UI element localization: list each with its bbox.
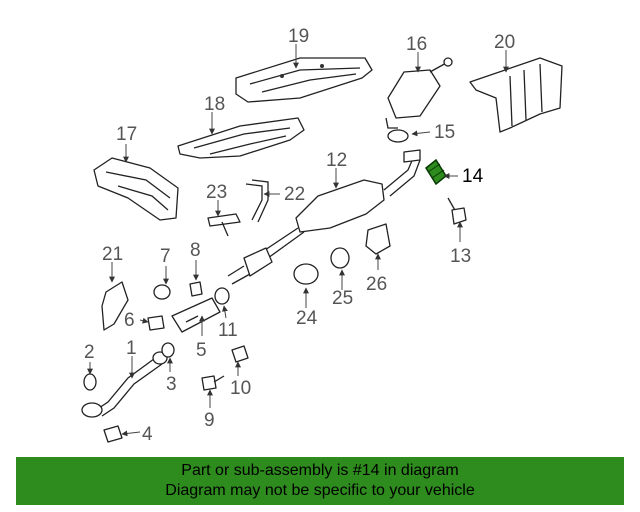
part-18-heat-shield (177, 117, 305, 159)
callout-15: 15 (434, 122, 455, 143)
part-16-rear-muffler (385, 57, 453, 129)
callout-5: 5 (196, 340, 207, 361)
part-23-bracket (207, 213, 241, 237)
part-13-bolt (447, 197, 467, 225)
callout-6: 6 (124, 310, 135, 331)
part-17-heat-shield (93, 157, 179, 221)
callout-21: 21 (102, 244, 123, 265)
callout-18: 18 (204, 94, 225, 115)
callout-10: 10 (230, 378, 251, 399)
callout-4: 4 (142, 424, 153, 445)
exhaust-parts-diagram: 19 16 20 18 15 17 12 14 23 22 13 21 7 8 … (81, 26, 563, 445)
part-6-bolt (147, 315, 165, 331)
part-24-mount (293, 263, 319, 285)
callout-9: 9 (204, 410, 215, 431)
part-22-hanger (245, 179, 269, 223)
callout-11: 11 (218, 320, 238, 341)
callout-14: 14 (462, 166, 484, 187)
callout-8: 8 (190, 240, 201, 261)
part-9-bolt (201, 375, 225, 391)
part-5-flange (171, 297, 221, 333)
leader-lines (87, 44, 509, 437)
part-14-highlighted (425, 158, 447, 186)
callout-25: 25 (332, 288, 353, 309)
callout-24: 24 (296, 308, 318, 329)
part-25-mount (330, 247, 350, 269)
callout-7: 7 (160, 246, 171, 267)
callout-13: 13 (450, 246, 471, 267)
callout-1: 1 (126, 338, 137, 359)
banner-line-2: Diagram may not be specific to your vehi… (165, 482, 475, 499)
part-21-bracket (101, 281, 129, 331)
part-11-gasket (214, 287, 230, 305)
part-12-center-muffler-pipe (227, 149, 421, 285)
info-banner: Part or sub-assembly is #14 in diagram D… (16, 457, 624, 505)
part-2-gasket (83, 373, 97, 391)
callout-2: 2 (84, 342, 95, 363)
part-19-heat-shield (235, 57, 373, 103)
callout-23: 23 (206, 182, 227, 203)
part-26-mount (365, 223, 391, 255)
part-1-front-pipe (81, 351, 168, 418)
callout-19: 19 (288, 26, 309, 47)
callout-12: 12 (326, 150, 347, 171)
part-8-nut (189, 281, 203, 297)
part-15-gasket (387, 129, 409, 143)
banner-line-1: Part or sub-assembly is #14 in diagram (181, 462, 459, 479)
part-10-nut (231, 345, 249, 363)
callout-3: 3 (166, 374, 177, 395)
part-4-nut (103, 425, 123, 443)
callout-26: 26 (366, 274, 387, 295)
part-20-heat-shield (469, 57, 563, 133)
part-3-gasket (161, 342, 175, 358)
callout-22: 22 (284, 184, 305, 205)
callout-16: 16 (406, 34, 427, 55)
callout-17: 17 (116, 124, 137, 145)
callout-20: 20 (494, 32, 515, 53)
part-7-grommet (153, 284, 171, 300)
